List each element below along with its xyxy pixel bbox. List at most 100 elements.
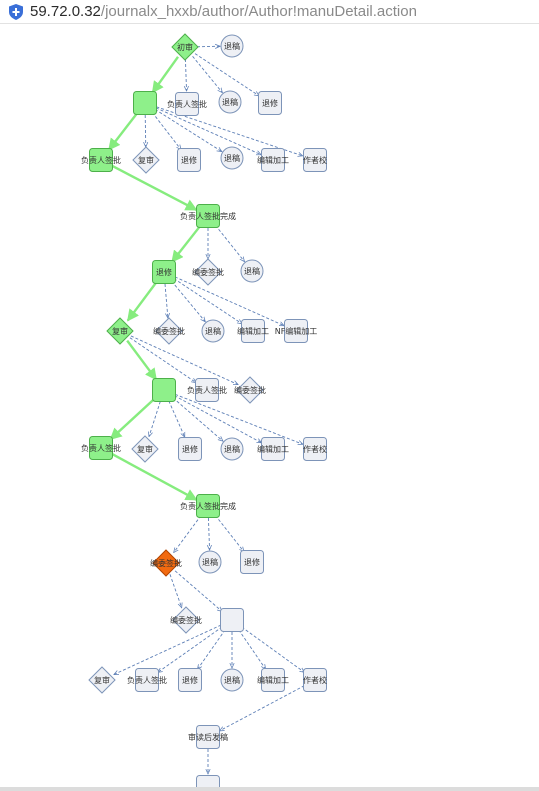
edge-n22-n26 — [149, 401, 161, 436]
node-label: 编委签批 — [192, 267, 224, 277]
edge-n32-n36 — [174, 570, 222, 612]
workflow-node-diamond[interactable]: 复审 — [106, 317, 134, 345]
edge-n32-n35 — [169, 574, 182, 607]
bottom-scrollbar[interactable] — [0, 787, 539, 791]
workflow-node-rect[interactable] — [152, 378, 176, 402]
workflow-node-circle[interactable]: 退稿 — [198, 550, 222, 574]
node-label: 退稿 — [224, 41, 240, 51]
workflow-node-diamond[interactable]: 复审 — [132, 146, 160, 174]
node-label: 复审 — [94, 675, 110, 685]
node-shape — [171, 33, 199, 61]
node-label: 退修 — [181, 155, 197, 165]
edges-layer — [107, 46, 305, 774]
node-shape — [178, 437, 202, 461]
edge-n22-n29 — [174, 395, 262, 443]
workflow-node-rect[interactable] — [133, 91, 157, 115]
workflow-node-rect[interactable]: 退修 — [178, 437, 202, 461]
workflow-node-rect[interactable]: 作者校 — [303, 437, 327, 461]
workflow-node-rect[interactable]: 退修 — [240, 550, 264, 574]
node-label: 作者校 — [303, 155, 327, 165]
node-shape — [220, 608, 244, 632]
node-label: 退稿 — [222, 97, 238, 107]
node-label: 退稿 — [224, 675, 240, 685]
workflow-node-circle[interactable]: 退稿 — [240, 259, 264, 283]
node-shape — [220, 146, 244, 170]
url-text[interactable]: 59.72.0.32/journalx_hxxb/author/Author!m… — [30, 3, 417, 20]
workflow-node-circle[interactable]: 退稿 — [201, 319, 225, 343]
edge-n3-n8 — [145, 114, 146, 147]
workflow-node-diamond[interactable]: 编委签批 — [153, 317, 185, 345]
workflow-node-diamond[interactable]: 编委签批 — [150, 549, 182, 577]
node-shape — [89, 436, 113, 460]
node-shape — [89, 148, 113, 172]
workflow-node-rect[interactable]: 负责人签批 — [127, 668, 167, 692]
node-label: 负责人签批完成 — [180, 501, 236, 511]
node-label: 退修 — [244, 557, 260, 567]
workflow-node-rect[interactable]: 退修 — [152, 260, 176, 284]
node-label: 退修 — [182, 444, 198, 454]
workflow-node-rect[interactable]: 审读后发稿 — [188, 725, 228, 749]
node-shape — [172, 606, 200, 634]
workflow-node-diamond[interactable]: 编委签批 — [234, 376, 266, 404]
workflow-node-rect[interactable]: 作者校 — [303, 148, 327, 172]
workflow-node-circle[interactable]: 退稿 — [220, 34, 244, 58]
edge-n31-n32 — [174, 515, 202, 553]
workflow-node-rect[interactable]: 编辑加工 — [257, 148, 289, 172]
node-shape — [131, 435, 159, 463]
workflow-node-rect[interactable]: 退修 — [177, 148, 201, 172]
workflow-node-rect[interactable]: 负责人签批 — [81, 148, 121, 172]
edge-n3-n11 — [155, 107, 261, 156]
edge-n22-n27 — [168, 400, 186, 437]
workflow-node-circle[interactable]: 退稿 — [220, 146, 244, 170]
workflow-node-rect[interactable]: 负责人签批 — [81, 436, 121, 460]
workflow-node-rect[interactable]: 退修 — [178, 668, 202, 692]
node-label: 退修 — [182, 675, 198, 685]
node-label: 复审 — [112, 326, 128, 336]
workflow-node-circle[interactable]: 退稿 — [220, 668, 244, 692]
node-label: 编辑加工 — [237, 326, 269, 336]
node-label: 编委签批 — [153, 326, 185, 336]
node-shape — [178, 668, 202, 692]
edge-n36-n37 — [114, 624, 222, 675]
edge-n31-n34 — [215, 515, 244, 551]
node-label: 退修 — [262, 98, 278, 108]
node-shape — [258, 91, 282, 115]
workflow-node-circle[interactable]: 退稿 — [220, 437, 244, 461]
node-shape — [220, 34, 244, 58]
workflow-node-circle[interactable]: 退稿 — [218, 90, 242, 114]
node-shape — [88, 666, 116, 694]
workflow-node-diamond[interactable]: 编委签批 — [192, 258, 224, 286]
workflow-node-rect[interactable]: 编辑加工 — [257, 437, 289, 461]
workflow-node-rect[interactable]: 编辑加工 — [257, 668, 289, 692]
node-shape — [155, 317, 183, 345]
edge-n3-n7 — [107, 111, 139, 151]
workflow-node-rect[interactable]: 作者校 — [303, 668, 327, 692]
node-shape — [195, 378, 219, 402]
workflow-node-diamond[interactable]: 复审 — [88, 666, 116, 694]
node-label: 负责人签批 — [127, 675, 167, 685]
node-label: 退稿 — [244, 266, 260, 276]
workflow-node-diamond[interactable]: 初审 — [171, 33, 199, 61]
node-shape — [261, 437, 285, 461]
workflow-node-rect[interactable]: 负责人签批完成 — [180, 204, 236, 228]
workflow-node-diamond[interactable]: 复审 — [131, 435, 159, 463]
workflow-node-rect[interactable]: 负责人签批 — [167, 92, 207, 116]
workflow-node-rect[interactable]: 负责人签批完成 — [180, 494, 236, 518]
workflow-node-rect[interactable] — [220, 608, 244, 632]
address-bar[interactable]: 59.72.0.32/journalx_hxxb/author/Author!m… — [0, 0, 539, 24]
node-shape — [152, 378, 176, 402]
workflow-node-rect[interactable]: 负责人签批 — [187, 378, 227, 402]
node-shape — [303, 148, 327, 172]
workflow-node-rect[interactable]: NF编辑加工 — [275, 319, 318, 343]
workflow-node-rect[interactable]: 退修 — [258, 91, 282, 115]
url-host: 59.72.0.32 — [30, 3, 101, 20]
edge-n7-n13 — [111, 164, 198, 212]
edge-n17-n22 — [126, 339, 158, 381]
workflow-node-rect[interactable]: 编辑加工 — [237, 319, 269, 343]
workflow-node-diamond[interactable]: 编委签批 — [170, 606, 202, 634]
node-label: 作者校 — [303, 444, 327, 454]
node-shape — [201, 319, 225, 343]
node-shape — [261, 668, 285, 692]
node-shape — [152, 260, 176, 284]
